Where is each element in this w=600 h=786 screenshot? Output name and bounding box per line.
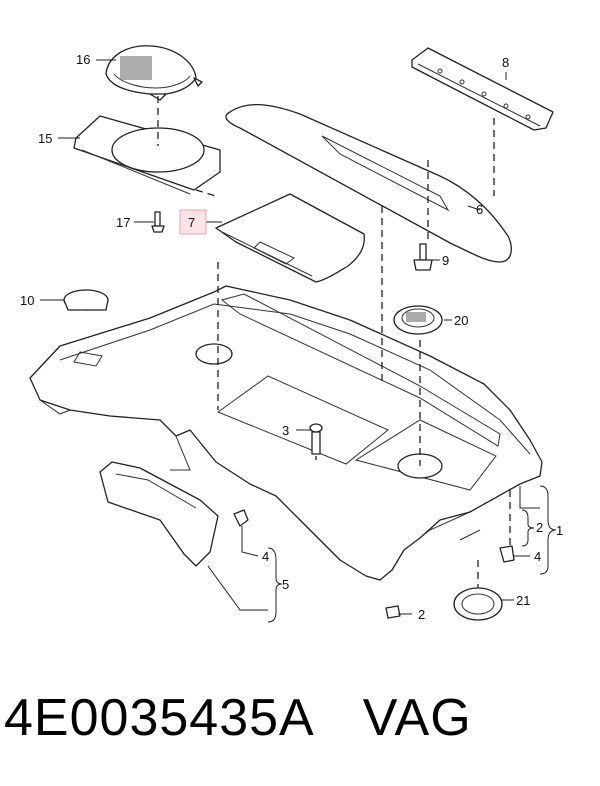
callout-17: 17 [116, 215, 130, 230]
bracket-group-5 [207, 547, 283, 623]
assembly-dashed-lines [157, 96, 511, 588]
callout-8: 8 [502, 55, 509, 70]
callout-15: 15 [38, 131, 52, 146]
manufacturer-label: VAG [362, 689, 472, 747]
callout-20: 20 [454, 313, 468, 328]
part-5-side-bracket [99, 461, 219, 567]
part-10-grommet [63, 289, 109, 311]
callout-1: 1 [556, 523, 563, 538]
callout-6: 6 [476, 202, 483, 217]
part-caption: 4E0035435A VAG [4, 688, 472, 748]
part-15-speaker-frame [73, 115, 221, 195]
bracket-group-1 [521, 485, 557, 575]
part-20-speaker-ring [393, 305, 443, 335]
part-4-clip-left [233, 509, 249, 527]
callout-3: 3 [282, 423, 289, 438]
part-8-trim-strip [411, 47, 554, 131]
callout-2-right: 2 [536, 520, 543, 535]
part-4-clip-right [499, 545, 515, 563]
callout-10: 10 [20, 293, 34, 308]
callout-4-right: 4 [534, 549, 541, 564]
part-7-cover-flap [215, 193, 365, 283]
part-6-shelf-cover [225, 103, 512, 263]
part-21-ring [453, 587, 503, 621]
part-3-bolt [309, 423, 323, 455]
part-number: 4E0035435A [4, 689, 315, 747]
part-9-screw [413, 243, 433, 271]
main-parcel-shelf [29, 285, 543, 581]
callout-7-highlight [179, 209, 207, 235]
callout-5: 5 [282, 577, 289, 592]
callout-16: 16 [76, 52, 90, 67]
callout-9: 9 [442, 253, 449, 268]
callout-7: 7 [188, 215, 195, 230]
callout-2-bottom: 2 [418, 607, 425, 622]
part-16-speaker-grille [105, 45, 203, 101]
leader-lines [40, 59, 540, 615]
callout-4-left: 4 [262, 549, 269, 564]
part-2-clip [385, 605, 401, 619]
part-17-bolt [151, 211, 165, 233]
callout-21: 21 [516, 593, 530, 608]
